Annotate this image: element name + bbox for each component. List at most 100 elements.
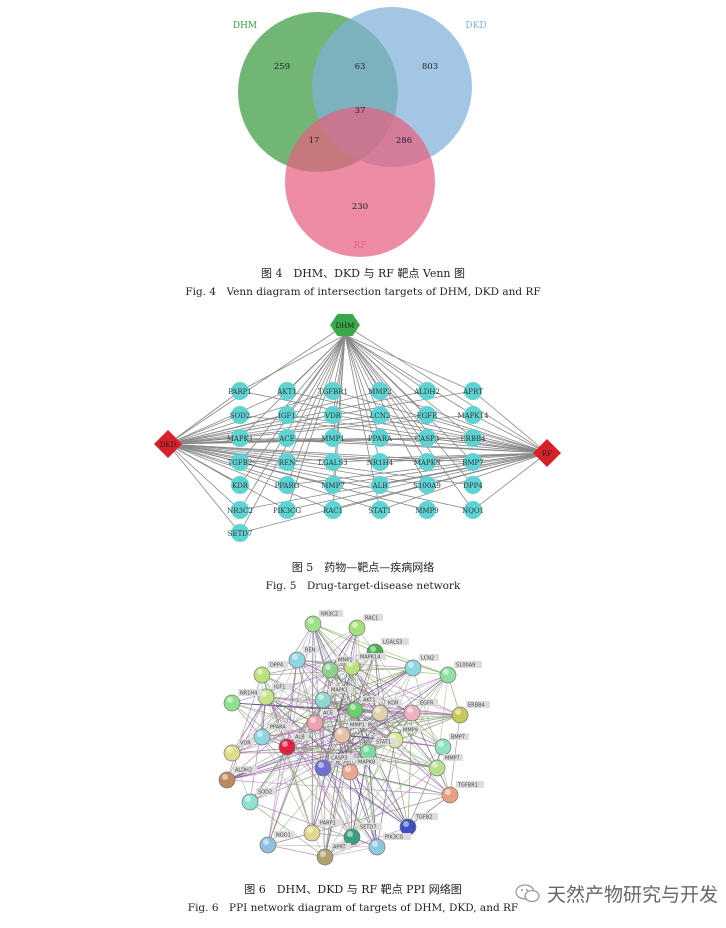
protein-label: PARP1 — [320, 821, 336, 827]
venn-count-dkd_only: 803 — [422, 62, 438, 72]
edge-disease-target — [167, 414, 241, 445]
ppi-edge — [351, 667, 414, 838]
edge-disease-target — [332, 390, 548, 454]
ppi-edge — [265, 696, 461, 716]
ppi-edge — [249, 801, 326, 858]
edge-drug-target — [344, 334, 474, 486]
target-node-label: ACE — [278, 435, 295, 443]
ppi-nodes — [218, 615, 469, 866]
ppi-edge — [286, 746, 313, 834]
target-node-label: MAPK14 — [457, 412, 489, 420]
edge-disease-target — [167, 390, 288, 445]
target-node — [324, 501, 342, 519]
edge-disease-target — [472, 452, 548, 511]
target-node — [418, 406, 436, 424]
target-node-label: AKT1 — [276, 388, 296, 396]
ppi-edge — [267, 712, 381, 846]
protein-label: MMP9 — [403, 728, 418, 734]
protein-label: VDR — [240, 741, 251, 747]
target-node-label: NR1H4 — [367, 459, 394, 467]
edge-disease-target — [167, 390, 428, 445]
protein-label-bg — [272, 683, 292, 690]
protein-node — [428, 759, 446, 777]
ppi-edge — [324, 846, 378, 858]
protein-label-bg — [386, 699, 402, 706]
protein-label: PIK3CG — [385, 835, 403, 841]
protein-node — [218, 771, 236, 789]
protein-node — [253, 728, 271, 746]
protein-label-bg — [238, 739, 254, 746]
target-node — [278, 501, 296, 519]
protein-label-bg — [268, 723, 292, 730]
ppi-edge — [374, 651, 381, 714]
target-node — [324, 429, 342, 447]
ppi-edge — [265, 696, 324, 701]
protein-label: ALDH2 — [235, 768, 252, 774]
ppi-edge — [314, 722, 351, 773]
ppi-edge — [367, 751, 378, 848]
protein-node — [371, 704, 389, 722]
target-node — [324, 476, 342, 494]
target-node-label: PPARA — [368, 435, 393, 443]
ppi-edge — [296, 659, 324, 769]
target-node-label: IGF1 — [278, 412, 296, 420]
protein-node-highlight — [257, 669, 263, 675]
protein-label: NQO1 — [276, 833, 291, 839]
ppi-edge — [267, 844, 378, 848]
watermark: 天然产物研究与开发 — [515, 880, 718, 907]
ppi-edge — [322, 674, 449, 769]
ppi-edge — [312, 623, 343, 736]
ppi-edge — [286, 674, 449, 748]
protein-node — [333, 726, 351, 744]
edge-disease-target — [167, 443, 241, 534]
ppi-edge — [322, 667, 414, 701]
edge-disease-target — [239, 452, 548, 511]
protein-label-bg — [419, 654, 439, 661]
ppi-edge — [267, 794, 451, 846]
target-node-label: ALB — [372, 482, 388, 490]
protein-label-bg — [256, 788, 276, 795]
protein-label-bg — [274, 831, 294, 838]
protein-label-bg — [363, 614, 383, 621]
edge-disease-target — [167, 414, 334, 445]
target-node — [231, 453, 249, 471]
ppi-edge — [231, 751, 369, 754]
protein-label-bg — [381, 638, 409, 645]
protein-node — [314, 759, 332, 777]
target-node — [371, 429, 389, 447]
target-node — [371, 453, 389, 471]
venn-set-label: DKD — [465, 21, 486, 31]
ppi-edge — [322, 666, 353, 769]
protein-node — [439, 666, 457, 684]
edge-drug-target — [344, 334, 428, 463]
ppi-edge — [351, 666, 461, 716]
protein-label: IGF1 — [274, 685, 285, 691]
protein-node — [368, 838, 386, 856]
protein-node-highlight — [222, 774, 228, 780]
edge-drug-target — [344, 334, 474, 439]
ppi-labels: NR3C2RAC1LGALS3LCN2S100A9RENDPP4NR1H4ERB… — [233, 610, 490, 851]
ppi-edge — [349, 771, 378, 848]
protein-label-bg — [293, 733, 309, 740]
protein-node — [316, 848, 334, 866]
edge-disease-target — [167, 443, 241, 511]
protein-label-bg — [418, 699, 438, 706]
protein-node-highlight — [347, 831, 353, 837]
edge-disease-target — [286, 452, 548, 511]
edge-drug-target — [344, 334, 381, 416]
target-node — [464, 501, 482, 519]
ppi-edge — [329, 669, 381, 714]
edge-drug-target — [239, 334, 346, 392]
protein-node — [303, 824, 321, 842]
target-node — [278, 406, 296, 424]
ppi-edge — [314, 722, 326, 858]
venn-count-all: 37 — [355, 106, 366, 116]
edge-disease-target — [167, 443, 474, 511]
target-node-label: KDR — [232, 482, 249, 490]
target-node-label: PPARG — [275, 482, 300, 490]
target-node — [418, 382, 436, 400]
target-node — [464, 382, 482, 400]
target-node-label: BMP7 — [462, 459, 483, 467]
protein-node-highlight — [345, 766, 351, 772]
